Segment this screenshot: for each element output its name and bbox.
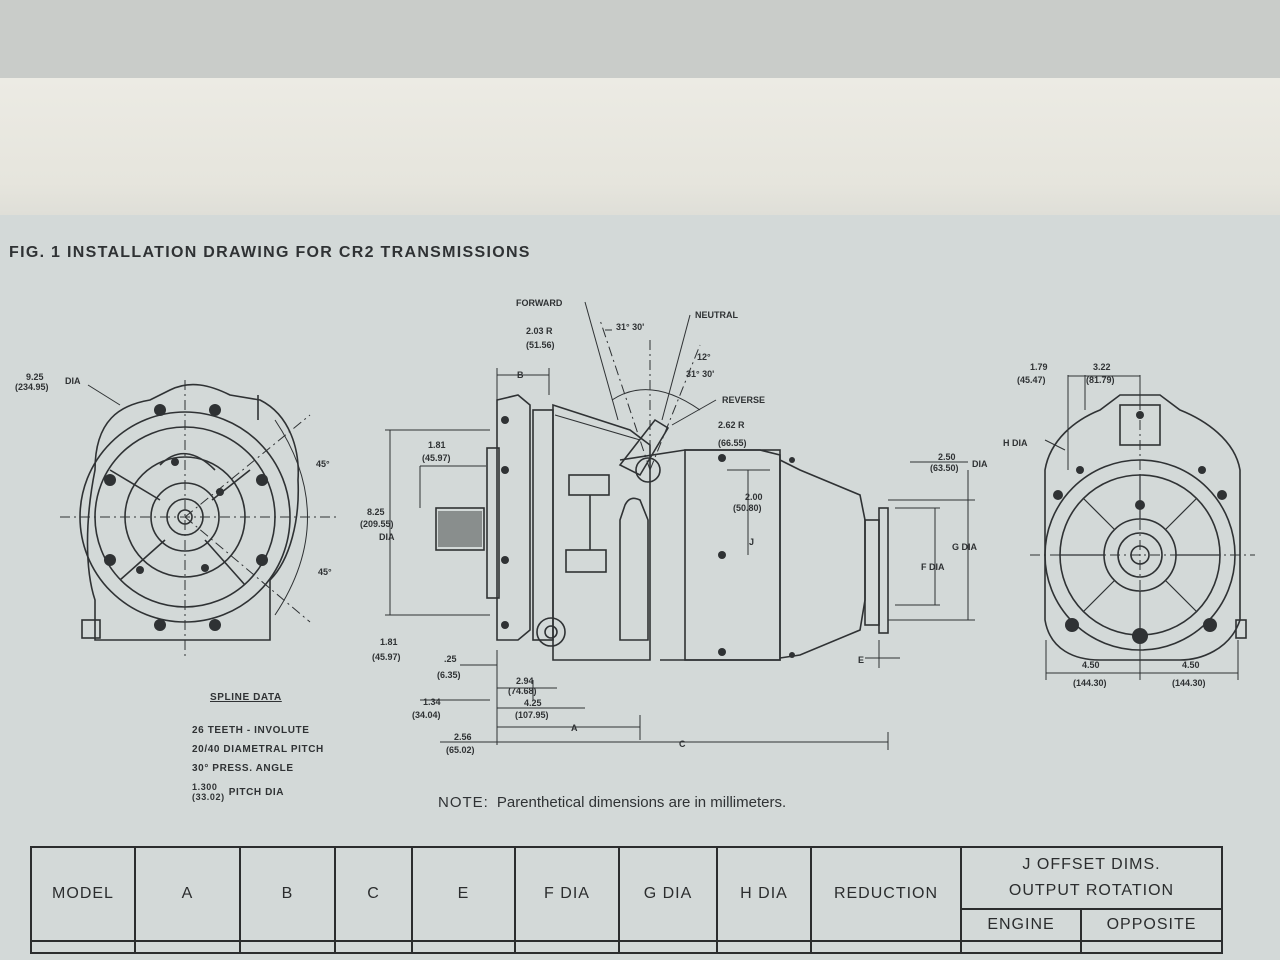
e-label: E	[858, 655, 864, 665]
header-j-offset-line2: OUTPUT ROTATION	[1008, 882, 1175, 899]
d322-mm: (81.79)	[1086, 375, 1115, 385]
header-opposite: OPPOSITE	[1080, 908, 1223, 942]
b-label: B	[517, 370, 524, 380]
table-cell	[810, 940, 962, 954]
a-label: A	[571, 723, 578, 733]
front-dia-mm: (234.95)	[15, 382, 49, 392]
header-b: B	[239, 846, 336, 942]
h-dia-label: H DIA	[1003, 438, 1028, 448]
angle-forward: 31° 30'	[616, 322, 644, 332]
header-e: E	[411, 846, 516, 942]
j-label: J	[749, 537, 754, 547]
d450a-mm: (144.30)	[1073, 678, 1107, 688]
spline-data: SPLINE DATA 26 TEETH - INVOLUTE 20/40 DI…	[192, 692, 324, 810]
front-dia-in: 9.25	[26, 372, 44, 382]
d179-in: 1.79	[1030, 362, 1048, 372]
r2-mm: (66.55)	[718, 438, 747, 448]
forward-label: FORWARD	[516, 298, 563, 308]
r1-in: 2.03 R	[526, 326, 553, 336]
spline-teeth: 26 TEETH - INVOLUTE	[192, 725, 310, 736]
d181a-mm: (45.97)	[422, 453, 451, 463]
header-reduction: REDUCTION	[810, 846, 962, 942]
table-cell	[514, 940, 620, 954]
angle-mid: 12°	[697, 352, 711, 362]
d134-in: 1.34	[423, 697, 441, 707]
d450a-in: 4.50	[1082, 660, 1100, 670]
f-dia-label: F DIA	[921, 562, 945, 572]
front-view	[60, 380, 340, 660]
spline-pitch-dia-label: PITCH DIA	[228, 786, 285, 798]
d181b-in: 1.81	[380, 637, 398, 647]
header-model: MODEL	[30, 846, 136, 942]
d825-label: DIA	[379, 532, 395, 542]
header-a: A	[134, 846, 241, 942]
note-label: NOTE:	[438, 794, 489, 811]
d134-mm: (34.04)	[412, 710, 441, 720]
g-dia-label: G DIA	[952, 542, 978, 552]
header-g-dia: G DIA	[618, 846, 718, 942]
table-cell	[134, 940, 241, 954]
rear-view	[1030, 375, 1255, 680]
header-f-dia: F DIA	[514, 846, 620, 942]
d181b-mm: (45.97)	[372, 652, 401, 662]
d25-in: .25	[444, 654, 457, 664]
d322-in: 3.22	[1093, 362, 1111, 372]
d256-in: 2.56	[454, 732, 472, 742]
table-cell	[411, 940, 516, 954]
header-engine: ENGINE	[960, 908, 1082, 942]
d425-mm: (107.95)	[515, 710, 549, 720]
header-h-dia: H DIA	[716, 846, 812, 942]
spec-table: MODEL A B C E F DIA G DIA H DIA REDUCTIO…	[30, 846, 1223, 954]
neutral-label: NEUTRAL	[695, 310, 738, 320]
spline-pitch: 20/40 DIAMETRAL PITCH	[192, 744, 324, 755]
d250-label: DIA	[972, 459, 988, 469]
header-j-offset: J OFFSET DIMS. OUTPUT ROTATION	[960, 846, 1223, 910]
r2-in: 2.62 R	[718, 420, 745, 430]
front-angle-lower: 45°	[318, 567, 332, 577]
d181a-in: 1.81	[428, 440, 446, 450]
figure-note: NOTE: Parenthetical dimensions are in mil…	[438, 794, 786, 811]
spline-pitch-dia-in: 1.300	[192, 782, 218, 792]
r1-mm: (51.56)	[526, 340, 555, 350]
reverse-label: REVERSE	[722, 395, 765, 405]
header-j-offset-line1: J OFFSET DIMS.	[1022, 856, 1161, 873]
side-view	[385, 301, 975, 750]
d450b-mm: (144.30)	[1172, 678, 1206, 688]
d425-in: 4.25	[524, 698, 542, 708]
d200-mm: (50.80)	[733, 503, 762, 513]
header-c: C	[334, 846, 413, 942]
front-angle-upper: 45°	[316, 459, 330, 469]
d294-mm: (74.68)	[508, 686, 537, 696]
table-cell	[239, 940, 336, 954]
d179-mm: (45.47)	[1017, 375, 1046, 385]
d825-in: 8.25	[367, 507, 385, 517]
table-cell	[618, 940, 718, 954]
table-cell	[334, 940, 413, 954]
angle-reverse: 31° 30'	[686, 369, 714, 379]
note-text: Parenthetical dimensions are in millimet…	[496, 794, 787, 811]
d25-mm: (6.35)	[437, 670, 461, 680]
table-cell	[1080, 940, 1223, 954]
figure-title: FIG. 1 INSTALLATION DRAWING FOR CR2 TRAN…	[9, 244, 531, 261]
table-cell	[30, 940, 136, 954]
upper-page	[0, 78, 1280, 228]
table-cell	[716, 940, 812, 954]
spline-data-title: SPLINE DATA	[210, 692, 282, 703]
spline-press-angle: 30° PRESS. ANGLE	[192, 763, 294, 774]
d256-mm: (65.02)	[446, 745, 475, 755]
d825-mm: (209.55)	[360, 519, 394, 529]
d450b-in: 4.50	[1182, 660, 1200, 670]
front-dia-label: DIA	[65, 376, 81, 386]
c-label: C	[679, 739, 686, 749]
d200-in: 2.00	[745, 492, 763, 502]
spline-pitch-dia: 1.300 (33.02) PITCH DIA	[192, 782, 324, 802]
d250-mm: (63.50)	[930, 463, 959, 473]
table-cell	[960, 940, 1082, 954]
d250-in: 2.50	[938, 452, 956, 462]
d294-in: 2.94	[516, 676, 534, 686]
spline-pitch-dia-mm: (33.02)	[192, 792, 225, 802]
